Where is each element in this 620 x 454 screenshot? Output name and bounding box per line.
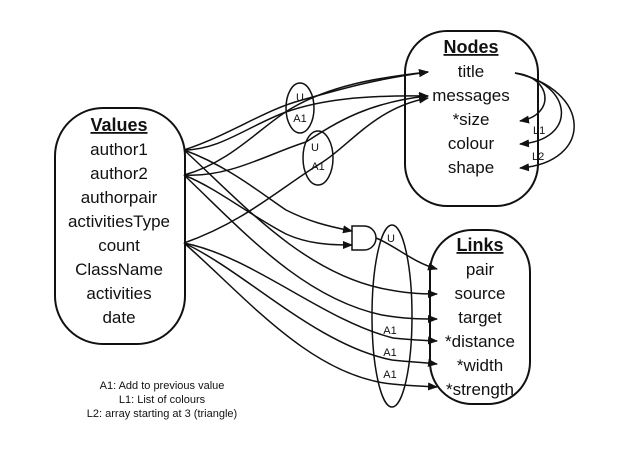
values-field-date: date: [102, 308, 135, 327]
connector-count-width: [183, 242, 438, 367]
legend-line-l1: L1: List of colours: [119, 394, 206, 406]
links-panel: Links pair source target *distance *widt…: [429, 229, 531, 405]
links-title: Links: [456, 235, 503, 255]
connector-title-shape-loop: [514, 72, 575, 172]
values-field-activitiestype: activitiesType: [68, 212, 170, 231]
values-field-count: count: [98, 236, 140, 255]
connector-count-strength: [183, 242, 438, 391]
connector-count-distance: [183, 242, 438, 345]
links-field-distance: *distance: [445, 332, 515, 351]
values-field-author2: author2: [90, 164, 148, 183]
union-add-operator-top: [285, 82, 315, 134]
legend-line-l2: L2: array starting at 3 (triangle): [87, 408, 237, 420]
links-field-pair: pair: [466, 260, 495, 279]
nodes-title: Nodes: [443, 37, 498, 57]
add-label-middle: A1: [311, 161, 324, 173]
add-label-width: A1: [383, 347, 396, 359]
connector-author2-and-gate: [183, 174, 353, 249]
nodes-panel: Nodes title messages *size colour shape: [404, 30, 539, 207]
values-field-classname: ClassName: [75, 260, 163, 279]
connector-author2-messages: [183, 92, 429, 176]
nodes-field-title: title: [458, 62, 484, 81]
nodes-field-size: *size: [453, 110, 490, 129]
union-add-operator-middle: [302, 130, 334, 186]
union-label-top: U: [296, 92, 304, 104]
values-field-authorpair: authorpair: [81, 188, 158, 207]
connector-and-gate-pair: [375, 237, 438, 271]
values-box: [54, 107, 186, 345]
legend: A1: Add to previous value L1: List of co…: [87, 380, 237, 420]
connector-author1-source: [183, 149, 438, 298]
values-field-author1: author1: [90, 140, 148, 159]
connector-author1-and-gate: [183, 149, 353, 234]
add-operator-column: [371, 224, 413, 408]
connector-author1-messages: [183, 91, 429, 151]
list-label: L1: [533, 125, 545, 137]
links-field-width: *width: [457, 356, 503, 375]
array-label: L2: [532, 151, 544, 163]
nodes-field-colour: colour: [448, 134, 495, 153]
nodes-field-shape: shape: [448, 158, 494, 177]
connector-lines: [183, 69, 575, 391]
connector-author2-title: [183, 69, 429, 176]
add-label-top: A1: [293, 113, 306, 125]
connector-author1-title: [183, 69, 429, 151]
operator-shapes: U A1 U A1 U A1 A1 A1: [285, 82, 413, 408]
add-label-distance: A1: [383, 325, 396, 337]
add-label-strength: A1: [383, 369, 396, 381]
values-panel: Values author1 author2 authorpair activi…: [54, 107, 186, 345]
links-field-strength: *strength: [446, 380, 514, 399]
links-field-target: target: [458, 308, 502, 327]
legend-line-a1: A1: Add to previous value: [100, 380, 225, 392]
nodes-field-messages: messages: [432, 86, 509, 105]
values-field-activities: activities: [86, 284, 151, 303]
connector-author2-target: [183, 174, 438, 323]
links-field-source: source: [454, 284, 505, 303]
and-gate: [351, 225, 377, 251]
nodes-box: [404, 30, 539, 207]
values-title: Values: [90, 115, 147, 135]
union-label-right: U: [387, 233, 395, 245]
union-label-middle: U: [311, 142, 319, 154]
